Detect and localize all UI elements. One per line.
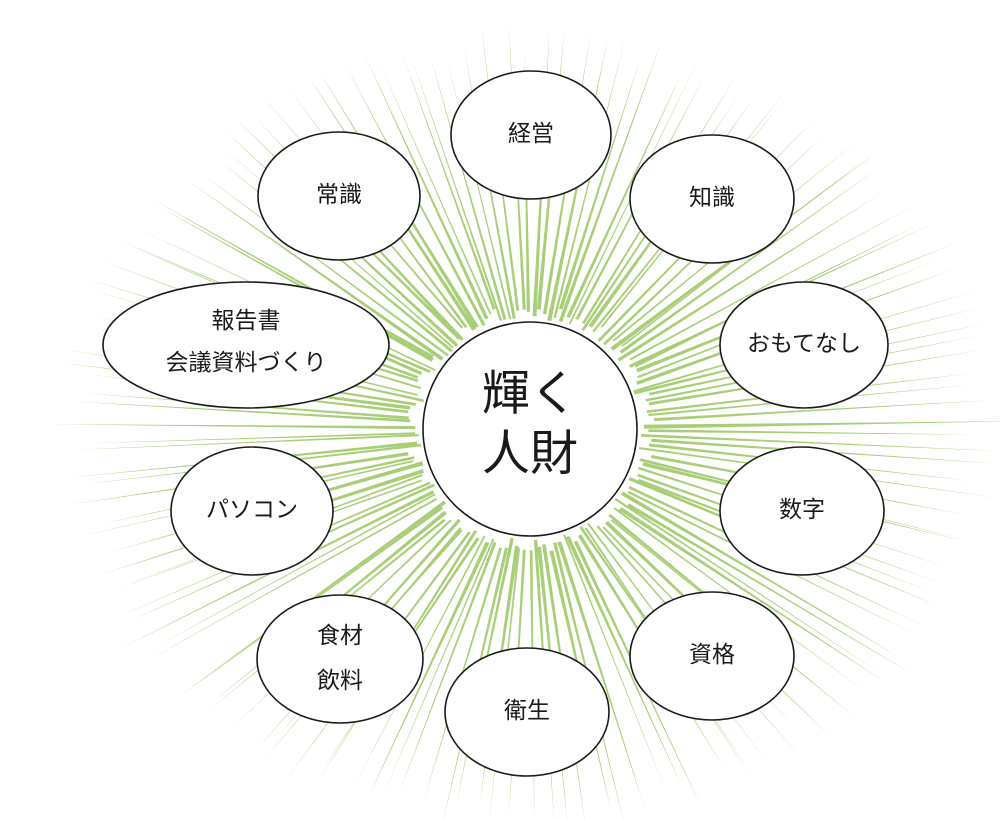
node-omotenashi-label: おもてなし (747, 331, 861, 357)
node-joushiki: 常識 (258, 132, 420, 260)
node-eisei-label: 衛生 (504, 698, 550, 724)
node-keiei: 経営 (451, 71, 611, 199)
node-suuji-label: 数字 (779, 497, 825, 523)
node-omotenashi: おもてなし (720, 282, 888, 408)
node-houkokusho: 報告書 会議資料づくり (103, 282, 389, 408)
node-houkokusho-label-1: 報告書 (212, 308, 281, 334)
node-joushiki-label: 常識 (316, 182, 362, 208)
center-node: 輝く 人財 (423, 322, 637, 536)
sunburst-ray (648, 429, 975, 434)
node-eisei: 衛生 (445, 648, 609, 776)
node-houkokusho-label-2: 会議資料づくり (166, 350, 327, 376)
node-suuji: 数字 (720, 447, 884, 575)
node-shokuzai: 食材 飲料 (257, 595, 423, 723)
node-chishiki-label: 知識 (689, 185, 735, 211)
node-shokuzai-ellipse (257, 595, 423, 723)
node-shokuzai-label-2: 飲料 (317, 668, 363, 694)
sunburst-ray (49, 424, 415, 429)
node-keiei-label: 経営 (508, 121, 554, 147)
node-shikaku: 資格 (630, 592, 794, 720)
node-shokuzai-label-1: 食材 (317, 623, 363, 649)
center-label-1: 輝く (482, 366, 578, 422)
node-pasokon-label: パソコン (206, 497, 298, 523)
node-chishiki: 知識 (630, 135, 794, 263)
center-label-2: 人財 (482, 426, 578, 482)
node-pasokon: パソコン (171, 447, 333, 575)
node-houkokusho-ellipse (103, 282, 389, 408)
node-shikaku-label: 資格 (689, 642, 735, 668)
sunburst-ray (644, 421, 1000, 429)
